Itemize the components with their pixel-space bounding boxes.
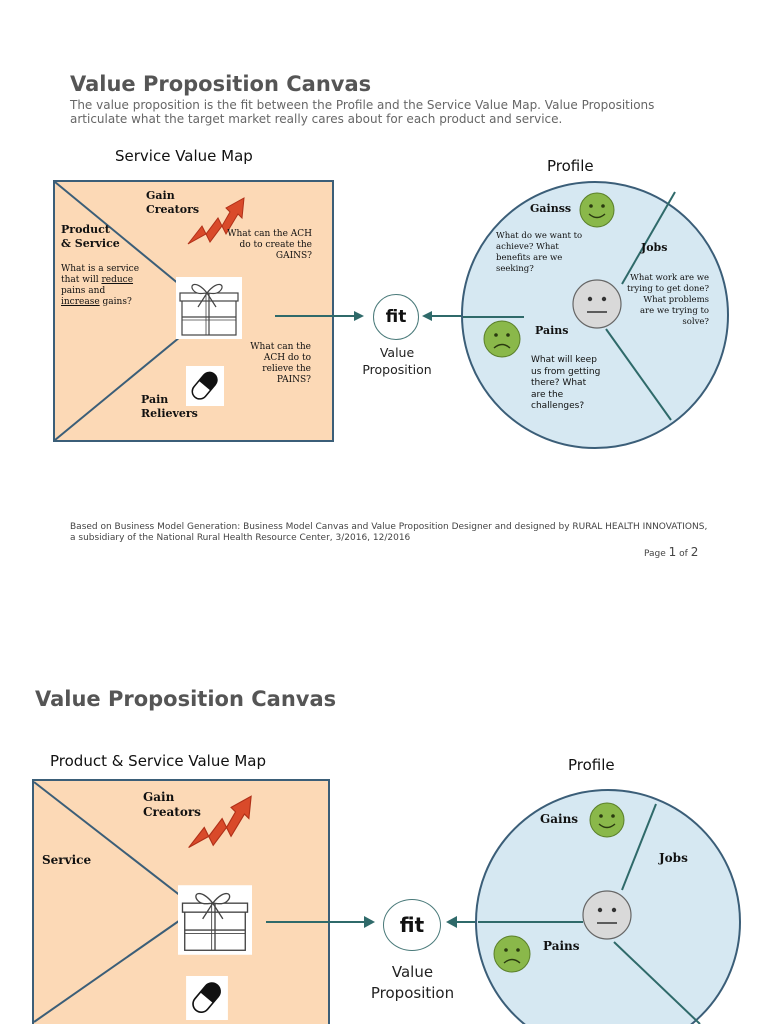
neutral-face-icon [572,279,622,329]
page-number: Page 1 of 2 [644,545,699,559]
value-map-heading: Product & Service Value Map [50,752,267,770]
gift-icon [176,277,242,339]
profile-heading: Profile [568,756,615,774]
pains-label: Pains [543,939,580,953]
fit-circle: fit [373,294,419,340]
subtitle-line: The value proposition is the fit between… [70,98,655,112]
lightning-arrow-icon [187,197,245,245]
service-question: What is a service that will reduce pains… [61,264,140,307]
jobs-label: Jobs [659,851,688,865]
pains-label: Pains [535,324,569,337]
sad-face-icon [483,320,521,358]
fit-circle: fit [383,899,441,951]
canvas-page-2: Value Proposition Canvas Product & Servi… [0,660,768,1024]
product-service-label: Product& Service [61,223,120,250]
value-map-heading: Service Value Map [115,147,253,165]
profile-circle [475,789,741,1024]
gains-label: Gains [540,812,579,826]
subtitle-line: articulate what the target market really… [70,112,563,126]
neutral-face-icon [582,890,632,940]
gains-label: Gainss [530,202,572,215]
happy-face-icon [579,192,615,228]
service-label: Service [42,853,92,867]
sad-face-icon [493,935,531,973]
canvas-page-1: Value Proposition Canvas The value propo… [53,72,729,559]
footer-citation: Based on Business Model Generation: Busi… [70,522,708,543]
profile-heading: Profile [547,157,594,175]
page-title: Value Proposition Canvas [35,687,337,711]
page-subtitle: The value proposition is the fit between… [70,98,654,126]
pill-icon [186,366,224,406]
gift-icon [178,885,252,955]
pill-icon [186,976,228,1020]
jobs-label: Jobs [641,241,668,254]
lightning-arrow-icon [188,795,252,849]
value-map-dividers [33,781,187,1023]
page-title: Value Proposition Canvas [70,72,372,96]
happy-face-icon [589,802,625,838]
